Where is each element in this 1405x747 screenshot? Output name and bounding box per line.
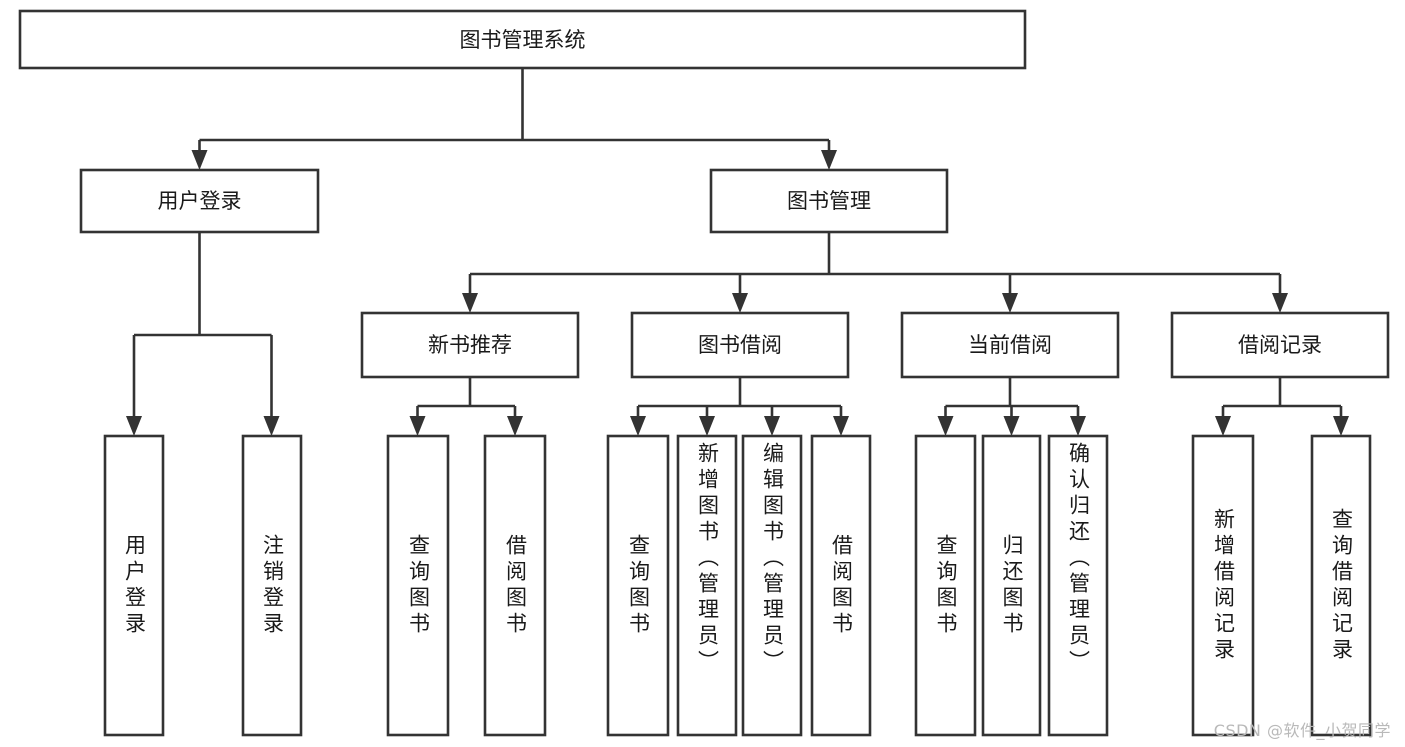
node-leaf-query-record-textwrap: 查询借阅记录 [1329, 507, 1354, 664]
node-user-login-box[interactable] [79, 168, 320, 234]
node-leaf-user-login[interactable]: 用户登录 [103, 434, 165, 737]
arrow-to-leaf-query-book-2 [630, 416, 646, 436]
node-leaf-query-book-3-label: 查询图书 [934, 533, 958, 638]
node-user-login-label: 用户登录 [158, 189, 242, 213]
edges-layer [126, 68, 1349, 436]
node-leaf-query-book-2-label: 查询图书 [626, 533, 651, 638]
node-new-book-recommend-box[interactable] [360, 311, 580, 379]
node-leaf-borrow-book-2-box[interactable] [810, 434, 872, 737]
arrow-to-leaf-confirm-return [1070, 416, 1086, 436]
node-leaf-add-record-textwrap: 新增借阅记录 [1211, 507, 1236, 664]
node-leaf-query-book-3-box[interactable] [914, 434, 977, 737]
node-leaf-borrow-book-2-textwrap: 借阅图书 [829, 533, 854, 638]
node-leaf-add-book-box[interactable] [676, 434, 738, 737]
arrow-to-leaf-query-book-3 [937, 416, 954, 436]
node-leaf-query-record-box[interactable] [1310, 434, 1372, 737]
node-borrow-record-box[interactable] [1170, 311, 1390, 379]
arrow-to-book-borrow [732, 293, 748, 313]
arrow-to-leaf-user-login [126, 416, 142, 436]
node-leaf-borrow-book-1-textwrap: 借阅图书 [503, 533, 528, 638]
node-leaf-user-login-textwrap: 用户登录 [122, 533, 147, 638]
node-book-manage-label: 图书管理 [787, 189, 871, 213]
node-user-login[interactable]: 用户登录 [79, 168, 320, 234]
node-new-book-recommend[interactable]: 新书推荐 [360, 311, 580, 379]
node-borrow-record[interactable]: 借阅记录 [1170, 311, 1390, 379]
node-leaf-query-book-1[interactable]: 查询图书 [386, 434, 450, 737]
arrow-to-leaf-return-book [1003, 416, 1020, 436]
node-leaf-edit-book-box[interactable] [741, 434, 803, 737]
node-leaf-borrow-book-1[interactable]: 借阅图书 [483, 434, 547, 737]
node-leaf-query-record[interactable]: 查询借阅记录 [1310, 434, 1372, 737]
node-book-manage-box[interactable] [709, 168, 949, 234]
node-current-borrow[interactable]: 当前借阅 [900, 311, 1120, 379]
node-leaf-edit-book-label: 编辑图书（管理员） [760, 442, 785, 676]
node-current-borrow-box[interactable] [900, 311, 1120, 379]
node-leaf-query-book-3-textwrap: 查询图书 [934, 533, 958, 638]
node-leaf-return-book-label: 归还图书 [1000, 533, 1024, 638]
node-leaf-user-login-box[interactable] [103, 434, 165, 737]
node-leaf-borrow-book-1-box[interactable] [483, 434, 547, 737]
node-leaf-query-book-2[interactable]: 查询图书 [606, 434, 670, 737]
node-leaf-confirm-return-textwrap: 确认归还（管理员） [1066, 442, 1091, 676]
node-leaf-confirm-return-box[interactable] [1047, 434, 1109, 737]
node-leaf-return-book-textwrap: 归还图书 [1000, 533, 1024, 638]
node-leaf-logout[interactable]: 注销登录 [241, 434, 303, 737]
arrow-to-leaf-query-book-1 [409, 416, 426, 436]
node-leaf-borrow-book-1-label: 借阅图书 [503, 533, 528, 638]
node-leaf-add-book[interactable]: 新增图书（管理员） [676, 434, 738, 737]
node-root-box[interactable] [18, 9, 1027, 70]
arrow-to-current-borrow [1002, 293, 1018, 313]
arrow-to-user-login [191, 150, 208, 170]
arrow-to-leaf-borrow-book-2 [833, 416, 849, 436]
node-leaf-add-record[interactable]: 新增借阅记录 [1191, 434, 1255, 737]
node-leaf-confirm-return[interactable]: 确认归还（管理员） [1047, 434, 1109, 737]
node-leaf-return-book[interactable]: 归还图书 [981, 434, 1042, 737]
arrow-to-leaf-add-record [1215, 416, 1231, 436]
node-leaf-edit-book[interactable]: 编辑图书（管理员） [741, 434, 803, 737]
node-leaf-query-book-1-textwrap: 查询图书 [406, 533, 431, 638]
node-leaf-borrow-book-2-label: 借阅图书 [829, 533, 854, 638]
node-borrow-record-label: 借阅记录 [1238, 333, 1322, 357]
node-leaf-edit-book-textwrap: 编辑图书（管理员） [760, 442, 785, 676]
node-leaf-borrow-book-2[interactable]: 借阅图书 [810, 434, 872, 737]
node-leaf-logout-label: 注销登录 [260, 533, 285, 638]
node-book-borrow-label: 图书借阅 [698, 333, 782, 357]
node-leaf-user-login-label: 用户登录 [122, 533, 147, 638]
arrow-to-leaf-edit-book [764, 416, 780, 436]
node-root[interactable]: 图书管理系统 [18, 9, 1027, 70]
node-leaf-logout-textwrap: 注销登录 [260, 533, 285, 638]
node-leaf-query-record-label: 查询借阅记录 [1329, 507, 1354, 664]
node-current-borrow-label: 当前借阅 [968, 333, 1052, 357]
node-leaf-add-record-box[interactable] [1191, 434, 1255, 737]
node-leaf-query-book-3[interactable]: 查询图书 [914, 434, 977, 737]
node-new-book-recommend-label: 新书推荐 [428, 333, 512, 357]
arrow-to-leaf-add-book [699, 416, 715, 436]
node-book-manage[interactable]: 图书管理 [709, 168, 949, 234]
arrow-to-leaf-borrow-book-1 [507, 416, 523, 436]
node-leaf-add-record-label: 新增借阅记录 [1211, 507, 1236, 664]
arrow-to-new-book-recommend [462, 293, 478, 313]
node-root-label: 图书管理系统 [460, 28, 586, 52]
node-leaf-return-book-box[interactable] [981, 434, 1042, 737]
node-leaf-query-book-2-textwrap: 查询图书 [626, 533, 651, 638]
arrow-to-book-manage [821, 150, 837, 170]
node-leaf-query-book-2-box[interactable] [606, 434, 670, 737]
node-leaf-query-book-1-label: 查询图书 [406, 533, 431, 638]
arrow-to-leaf-query-record [1333, 416, 1349, 436]
arrow-to-leaf-logout [263, 416, 280, 436]
node-leaf-add-book-textwrap: 新增图书（管理员） [695, 442, 720, 676]
node-book-borrow-box[interactable] [630, 311, 850, 379]
node-leaf-query-book-1-box[interactable] [386, 434, 450, 737]
node-book-borrow[interactable]: 图书借阅 [630, 311, 850, 379]
nodes-layer: 图书管理系统 用户登录 图书管理 新书推荐 图书借阅 当前 [18, 9, 1390, 737]
node-leaf-add-book-label: 新增图书（管理员） [695, 442, 720, 676]
node-leaf-confirm-return-label: 确认归还（管理员） [1066, 442, 1091, 676]
node-leaf-logout-box[interactable] [241, 434, 303, 737]
arrow-to-borrow-record [1272, 293, 1288, 313]
